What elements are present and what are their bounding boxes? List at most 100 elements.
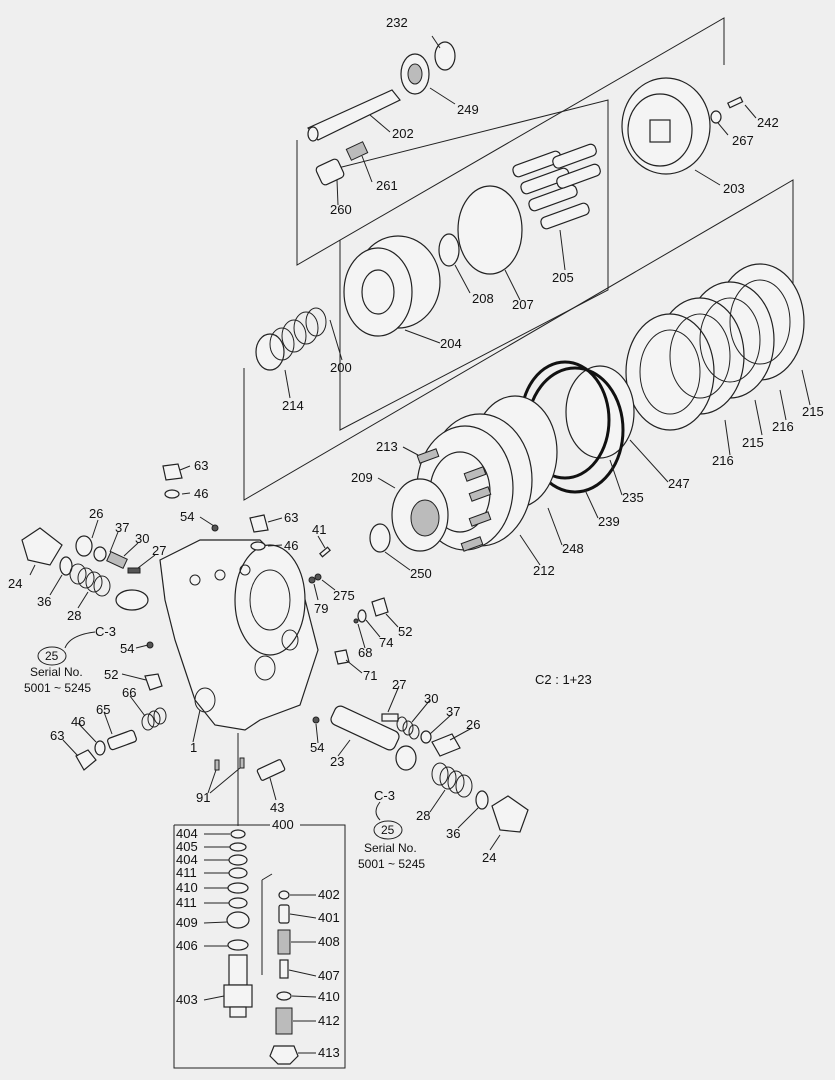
part-labels: 232 249 202 261 260 242 267 203 208 207 … [8,15,824,1060]
outline-207-group [329,99,609,431]
arrow-c3-left [64,631,96,649]
label-232: 232 [386,15,408,30]
outline-401-top [261,873,273,881]
outline-400-box [173,824,346,1069]
label-36-left: 36 [37,594,51,609]
label-239: 239 [598,514,620,529]
spring-66 [141,707,167,731]
label-410-b: 410 [318,989,340,1004]
ring-208 [438,233,460,267]
plug-54-top [211,524,219,532]
label-208: 208 [472,291,494,306]
label-24-right: 24 [482,850,496,865]
pin-27-right [381,713,399,722]
label-242: 242 [757,115,779,130]
label-25-left: 25 [45,649,59,663]
label-200: 200 [330,360,352,375]
label-46-top: 46 [194,486,208,501]
label-401: 401 [318,910,340,925]
label-267: 267 [732,133,754,148]
label-23: 23 [330,754,344,769]
oring-36-left [59,556,73,576]
spring-261 [345,141,369,161]
label-247: 247 [668,476,690,491]
plug-63-left [75,749,97,771]
label-66: 66 [122,685,136,700]
outline-main-group [243,179,794,501]
label-404-a: 404 [176,826,198,841]
label-216-a: 216 [772,419,794,434]
label-serial-left: Serial No. [30,665,83,679]
label-275: 275 [333,588,355,603]
label-403: 403 [176,992,198,1007]
pins-91-b [239,757,245,769]
label-404-b: 404 [176,852,198,867]
label-249: 249 [457,102,479,117]
label-26-right: 26 [466,717,480,732]
spool-23 [330,705,400,751]
spring-28-left [69,563,111,597]
oring-74 [357,609,367,623]
plug-24-left [21,527,63,566]
shaft-202-end [307,126,319,142]
label-79: 79 [314,601,328,616]
label-serial-range-right: 5001 ~ 5245 [358,857,425,871]
ring-37-right [420,730,432,744]
label-402: 402 [318,887,340,902]
label-27-right: 27 [392,677,406,692]
springs-213 [416,448,492,552]
plug-275 [314,573,322,581]
label-c3-right: C-3 [374,788,395,803]
label-411-b: 411 [176,895,197,910]
bolt-43 [256,759,286,781]
label-74: 74 [379,635,393,650]
label-63-left: 63 [50,728,64,743]
label-406: 406 [176,938,198,953]
label-235: 235 [622,490,644,505]
label-43: 43 [270,800,284,815]
label-52-right: 52 [398,624,412,639]
label-serial-range-left: 5001 ~ 5245 [24,681,91,695]
callout-25-left [37,646,67,666]
oring-46-left [94,740,106,756]
pin-27-left [127,567,141,574]
label-410-a: 410 [176,880,198,895]
oring-36-right [475,790,489,810]
label-54-lower: 54 [310,740,324,755]
valve-400-stack [223,829,253,1018]
plug-71 [334,649,350,665]
label-209: 209 [351,470,373,485]
label-68: 68 [358,645,372,660]
label-407: 407 [318,968,340,983]
plug-26-left [75,535,93,557]
label-413: 413 [318,1045,340,1060]
label-207: 207 [512,297,534,312]
oring-46-top [164,489,180,499]
label-400: 400 [272,817,294,832]
bearing-249-inner [407,63,423,85]
label-203: 203 [723,181,745,196]
plate-207 [457,185,523,275]
outline-202-group [296,17,725,266]
label-46-mid: 46 [284,538,298,553]
shaft-202 [307,89,401,141]
label-54-top: 54 [180,509,194,524]
seal-250 [369,523,391,553]
friction-plates-215-216 [625,263,805,431]
label-202: 202 [392,126,414,141]
label-216-b: 216 [712,453,734,468]
cap-c3-right [395,745,417,771]
body-1 [159,539,319,731]
label-214: 214 [282,398,304,413]
label-63-top: 63 [194,458,208,473]
label-30-left: 30 [135,531,149,546]
label-204: 204 [440,336,462,351]
pistons-205 [512,143,601,230]
label-412: 412 [318,1013,340,1028]
label-24-left: 24 [8,576,22,591]
plug-63-top [162,463,183,481]
label-261: 261 [376,178,398,193]
label-37-right: 37 [446,704,460,719]
